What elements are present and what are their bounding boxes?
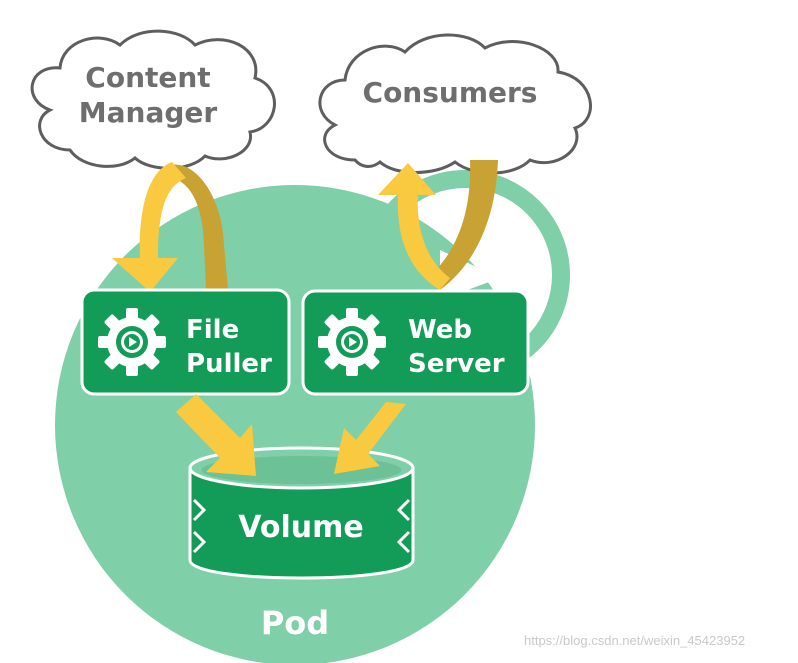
- file-puller-to-volume-arrow: [176, 394, 256, 476]
- content-manager-label-1: Content: [85, 61, 210, 94]
- gear-icon: [98, 308, 166, 376]
- file-puller-label-2: Puller: [186, 349, 272, 379]
- web-server-label-1: Web: [408, 315, 472, 345]
- watermark: https://blog.csdn.net/weixin_45423952: [524, 633, 746, 648]
- gear-icon: [318, 308, 386, 376]
- consumers-cloud: Consumers: [318, 33, 592, 175]
- content-manager-label-2: Manager: [79, 96, 218, 129]
- volume-label: Volume: [238, 510, 363, 545]
- web-server-label-2: Server: [408, 349, 505, 379]
- file-puller-label-1: File: [186, 315, 239, 345]
- content-manager-cloud: Content Manager: [30, 29, 276, 170]
- consumers-label: Consumers: [363, 76, 538, 109]
- pod-label: Pod: [261, 604, 329, 642]
- file-puller-container: File Puller: [80, 288, 291, 396]
- web-server-to-volume-arrow: [334, 402, 406, 474]
- content-manager-to-file-puller-arrow: [112, 162, 228, 292]
- web-server-container: Web Server: [301, 289, 530, 396]
- web-server-to-consumers-arrow: [378, 160, 498, 290]
